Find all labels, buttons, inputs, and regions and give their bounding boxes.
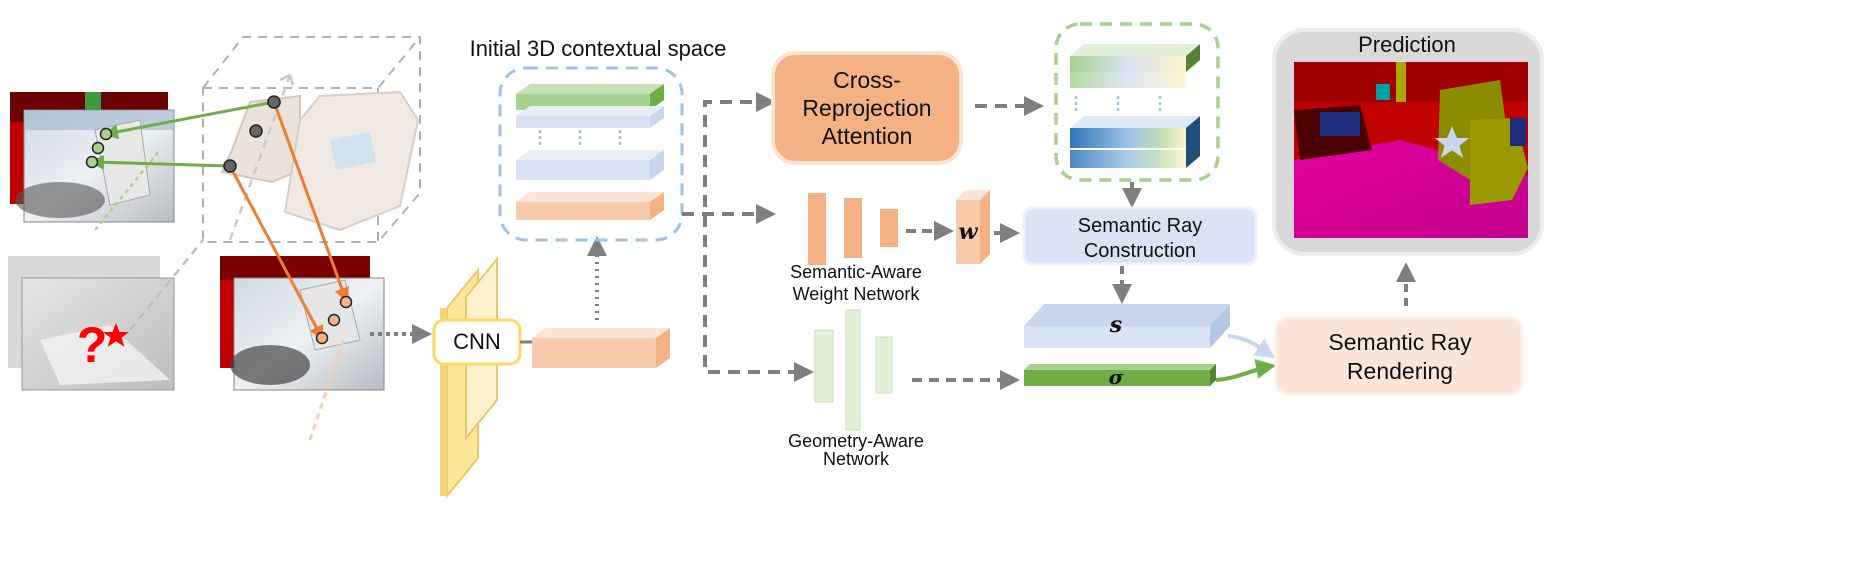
- weight-network: [808, 193, 898, 265]
- ray-rendering-label-2: Rendering: [1347, 358, 1453, 384]
- attended-features: [1070, 44, 1200, 168]
- cnn-label: CNN: [453, 329, 501, 354]
- query-question-mark: ?: [77, 317, 108, 373]
- ray-rendering-label-1: Semantic Ray: [1328, 329, 1472, 355]
- weight-symbol: w: [959, 219, 979, 245]
- cross-attention-label-2: Reprojection: [802, 95, 931, 121]
- geometry-network: [814, 309, 893, 431]
- weight-network-label-1: Semantic-Aware: [790, 262, 922, 282]
- prediction-star-icon: [1434, 126, 1470, 158]
- weight-block: w: [956, 190, 990, 264]
- sigma-block: σ: [1024, 364, 1216, 389]
- cross-attention-box: [771, 51, 963, 165]
- cross-attention-label-1: Cross-: [833, 67, 901, 93]
- chair-render: [220, 90, 420, 232]
- query-star-icon: [103, 323, 129, 347]
- prediction-label: Prediction: [1358, 32, 1456, 57]
- ray-rendering-box: [1274, 316, 1524, 396]
- context-space-title: Initial 3D contextual space: [470, 36, 727, 61]
- cross-attention-label-3: Attention: [822, 123, 913, 149]
- context-space-layers: [516, 84, 664, 220]
- ray-construction-box: [1022, 206, 1258, 266]
- cnn-block: CNN: [432, 256, 522, 499]
- s-block: s: [1024, 304, 1230, 348]
- scene-cube: [202, 36, 421, 243]
- context-space-box: [498, 66, 684, 242]
- gray-view-stack: ?: [8, 256, 175, 391]
- sigma-symbol: σ: [1109, 365, 1124, 389]
- feature-map-block: [532, 328, 670, 368]
- source-view-stack-2: [220, 256, 385, 391]
- prediction-segmentation-map: [1294, 62, 1528, 238]
- correspondence-lines: [85, 95, 353, 345]
- geometry-network-label-1: Geometry-Aware: [788, 431, 924, 451]
- attended-features-box: [1054, 22, 1220, 182]
- s-symbol: s: [1109, 312, 1122, 338]
- weight-network-label-2: Weight Network: [793, 284, 921, 304]
- geometry-network-label-2: Network: [823, 449, 890, 469]
- ray-construction-label-1: Semantic Ray: [1078, 215, 1203, 237]
- source-view-stack: [10, 92, 175, 223]
- ray-construction-label-2: Construction: [1084, 240, 1196, 262]
